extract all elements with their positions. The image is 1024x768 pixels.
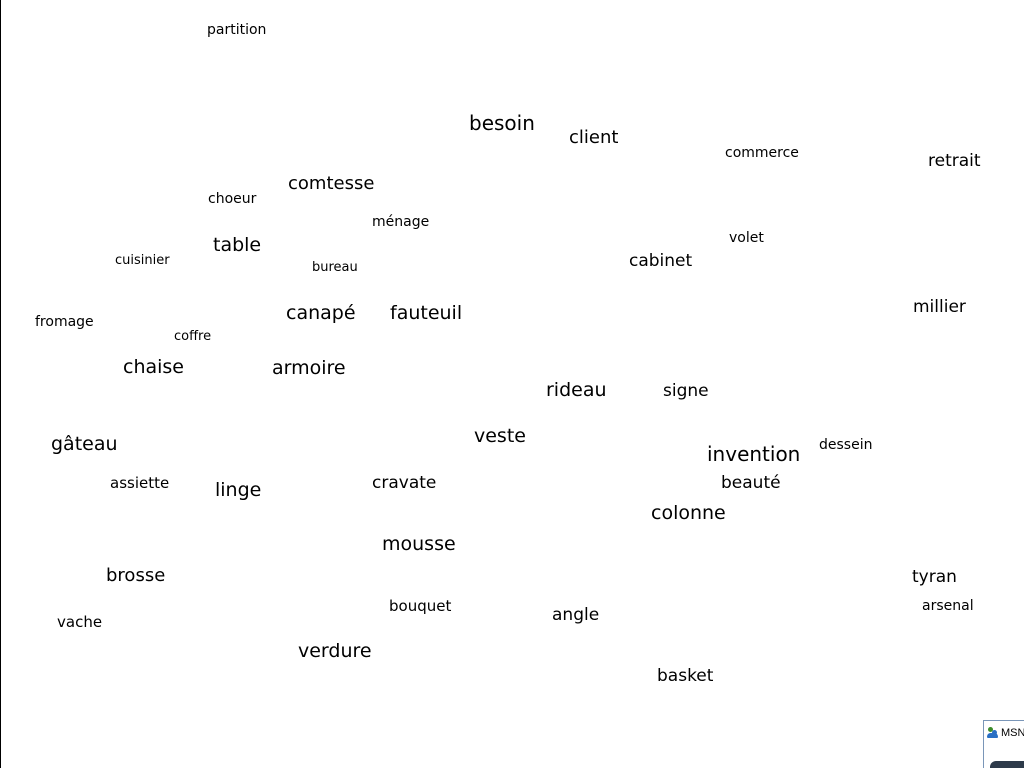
word-cabinet: cabinet [629, 251, 693, 271]
word-canape: canapé [286, 302, 356, 324]
left-border-line [0, 0, 1, 768]
msn-messenger-icon [987, 727, 999, 739]
word-millier: millier [913, 297, 966, 317]
msn-window-titlebar[interactable]: MSN [987, 725, 1024, 741]
word-choeur: choeur [208, 191, 257, 207]
word-table: table [213, 234, 262, 256]
word-armoire: armoire [272, 357, 346, 379]
word-beaute: beauté [721, 473, 781, 493]
word-client: client [569, 127, 619, 148]
word-comtesse: comtesse [288, 173, 375, 194]
word-bureau: bureau [312, 260, 358, 275]
msn-corner-window[interactable]: MSN [983, 720, 1024, 768]
word-gateau: gâteau [51, 433, 118, 455]
msn-window-body [990, 761, 1024, 768]
word-verdure: verdure [298, 640, 372, 662]
msn-window-title: MSN [1001, 727, 1024, 739]
word-colonne: colonne [651, 502, 726, 524]
word-fauteuil: fauteuil [390, 302, 463, 324]
word-fromage: fromage [35, 314, 94, 330]
word-basket: basket [657, 666, 714, 686]
word-besoin: besoin [469, 111, 535, 135]
word-tyran: tyran [912, 567, 957, 587]
word-partition: partition [207, 22, 267, 38]
word-cuisinier: cuisinier [115, 253, 170, 268]
word-invention: invention [707, 442, 801, 466]
word-signe: signe [663, 381, 709, 401]
word-retrait: retrait [928, 151, 981, 171]
word-brosse: brosse [106, 565, 166, 586]
word-linge: linge [215, 479, 262, 501]
word-coffre: coffre [174, 329, 212, 344]
word-cravate: cravate [372, 473, 437, 493]
word-commerce: commerce [725, 145, 799, 161]
word-dessein: dessein [819, 437, 873, 453]
word-menage: ménage [372, 214, 430, 230]
word-rideau: rideau [546, 379, 607, 401]
word-angle: angle [552, 605, 600, 625]
word-chaise: chaise [123, 356, 184, 378]
word-mousse: mousse [382, 533, 456, 555]
word-veste: veste [474, 425, 526, 447]
word-vache: vache [57, 613, 103, 631]
word-assiette: assiette [110, 474, 170, 492]
word-volet: volet [729, 230, 764, 246]
word-bouquet: bouquet [389, 597, 452, 615]
word-arsenal: arsenal [922, 598, 974, 614]
